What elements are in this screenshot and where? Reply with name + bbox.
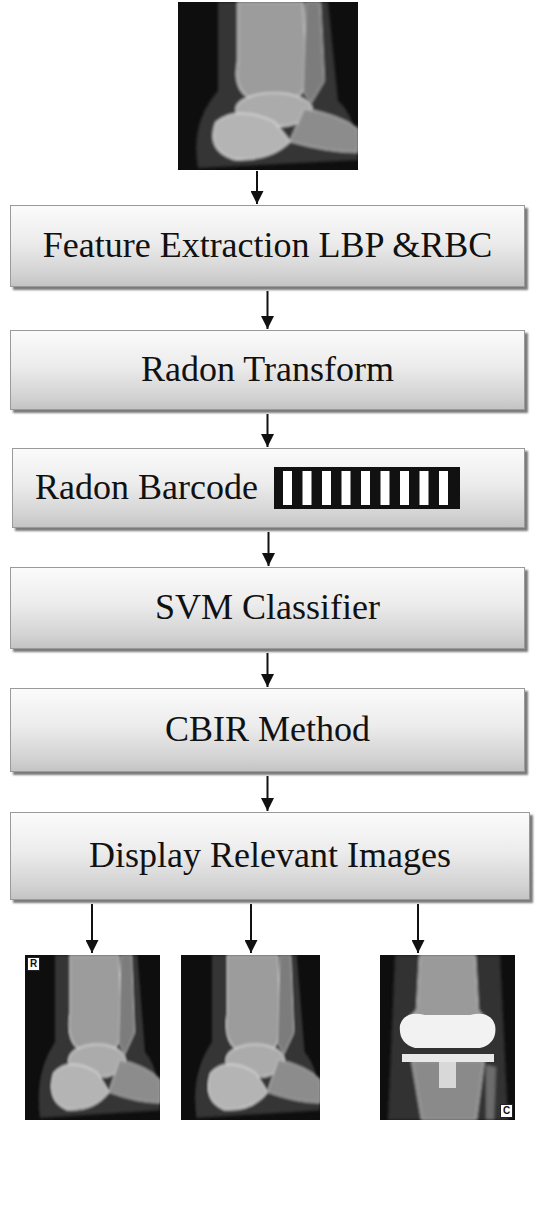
result-xray: [25, 955, 160, 1120]
process-box: Radon Transform: [10, 330, 525, 410]
process-box: Feature Extraction LBP &RBC: [10, 205, 525, 287]
result-xray: [181, 955, 320, 1120]
output-arrow: [417, 904, 419, 953]
output-arrow: [91, 904, 93, 953]
box-label: Radon Barcode: [35, 467, 258, 508]
process-box: CBIR Method: [10, 688, 525, 772]
flow-arrow: [267, 414, 269, 447]
input-arrow: [256, 171, 258, 204]
barcode-symbol: [274, 467, 460, 509]
box-label: Radon Transform: [141, 349, 394, 390]
barcode-bar: [380, 471, 389, 505]
output-arrow: [250, 904, 252, 953]
image-marker: C: [500, 1104, 513, 1118]
barcode-bar: [400, 471, 409, 505]
box-label: CBIR Method: [165, 709, 370, 750]
barcode-bar: [341, 471, 350, 505]
flow-arrow: [268, 532, 270, 566]
box-label: Display Relevant Images: [89, 835, 451, 876]
flow-arrow: [267, 776, 269, 811]
image-marker: R: [27, 957, 40, 971]
barcode-bar: [439, 471, 448, 505]
flow-arrow: [267, 291, 269, 329]
box-label: Feature Extraction LBP &RBC: [43, 225, 493, 266]
process-box: Display Relevant Images: [10, 812, 530, 900]
box-label: SVM Classifier: [155, 587, 380, 628]
input-xray: [178, 2, 358, 170]
barcode-bar: [322, 471, 331, 505]
barcode-bar: [302, 471, 311, 505]
barcode-ground: [274, 467, 460, 509]
result-xray: [380, 955, 515, 1120]
process-box: SVM Classifier: [10, 567, 525, 649]
barcode-bar: [361, 471, 370, 505]
flow-arrow: [267, 653, 269, 687]
barcode-bar: [283, 471, 292, 505]
process-box: Radon Barcode: [12, 448, 525, 528]
barcode-bar: [419, 471, 428, 505]
